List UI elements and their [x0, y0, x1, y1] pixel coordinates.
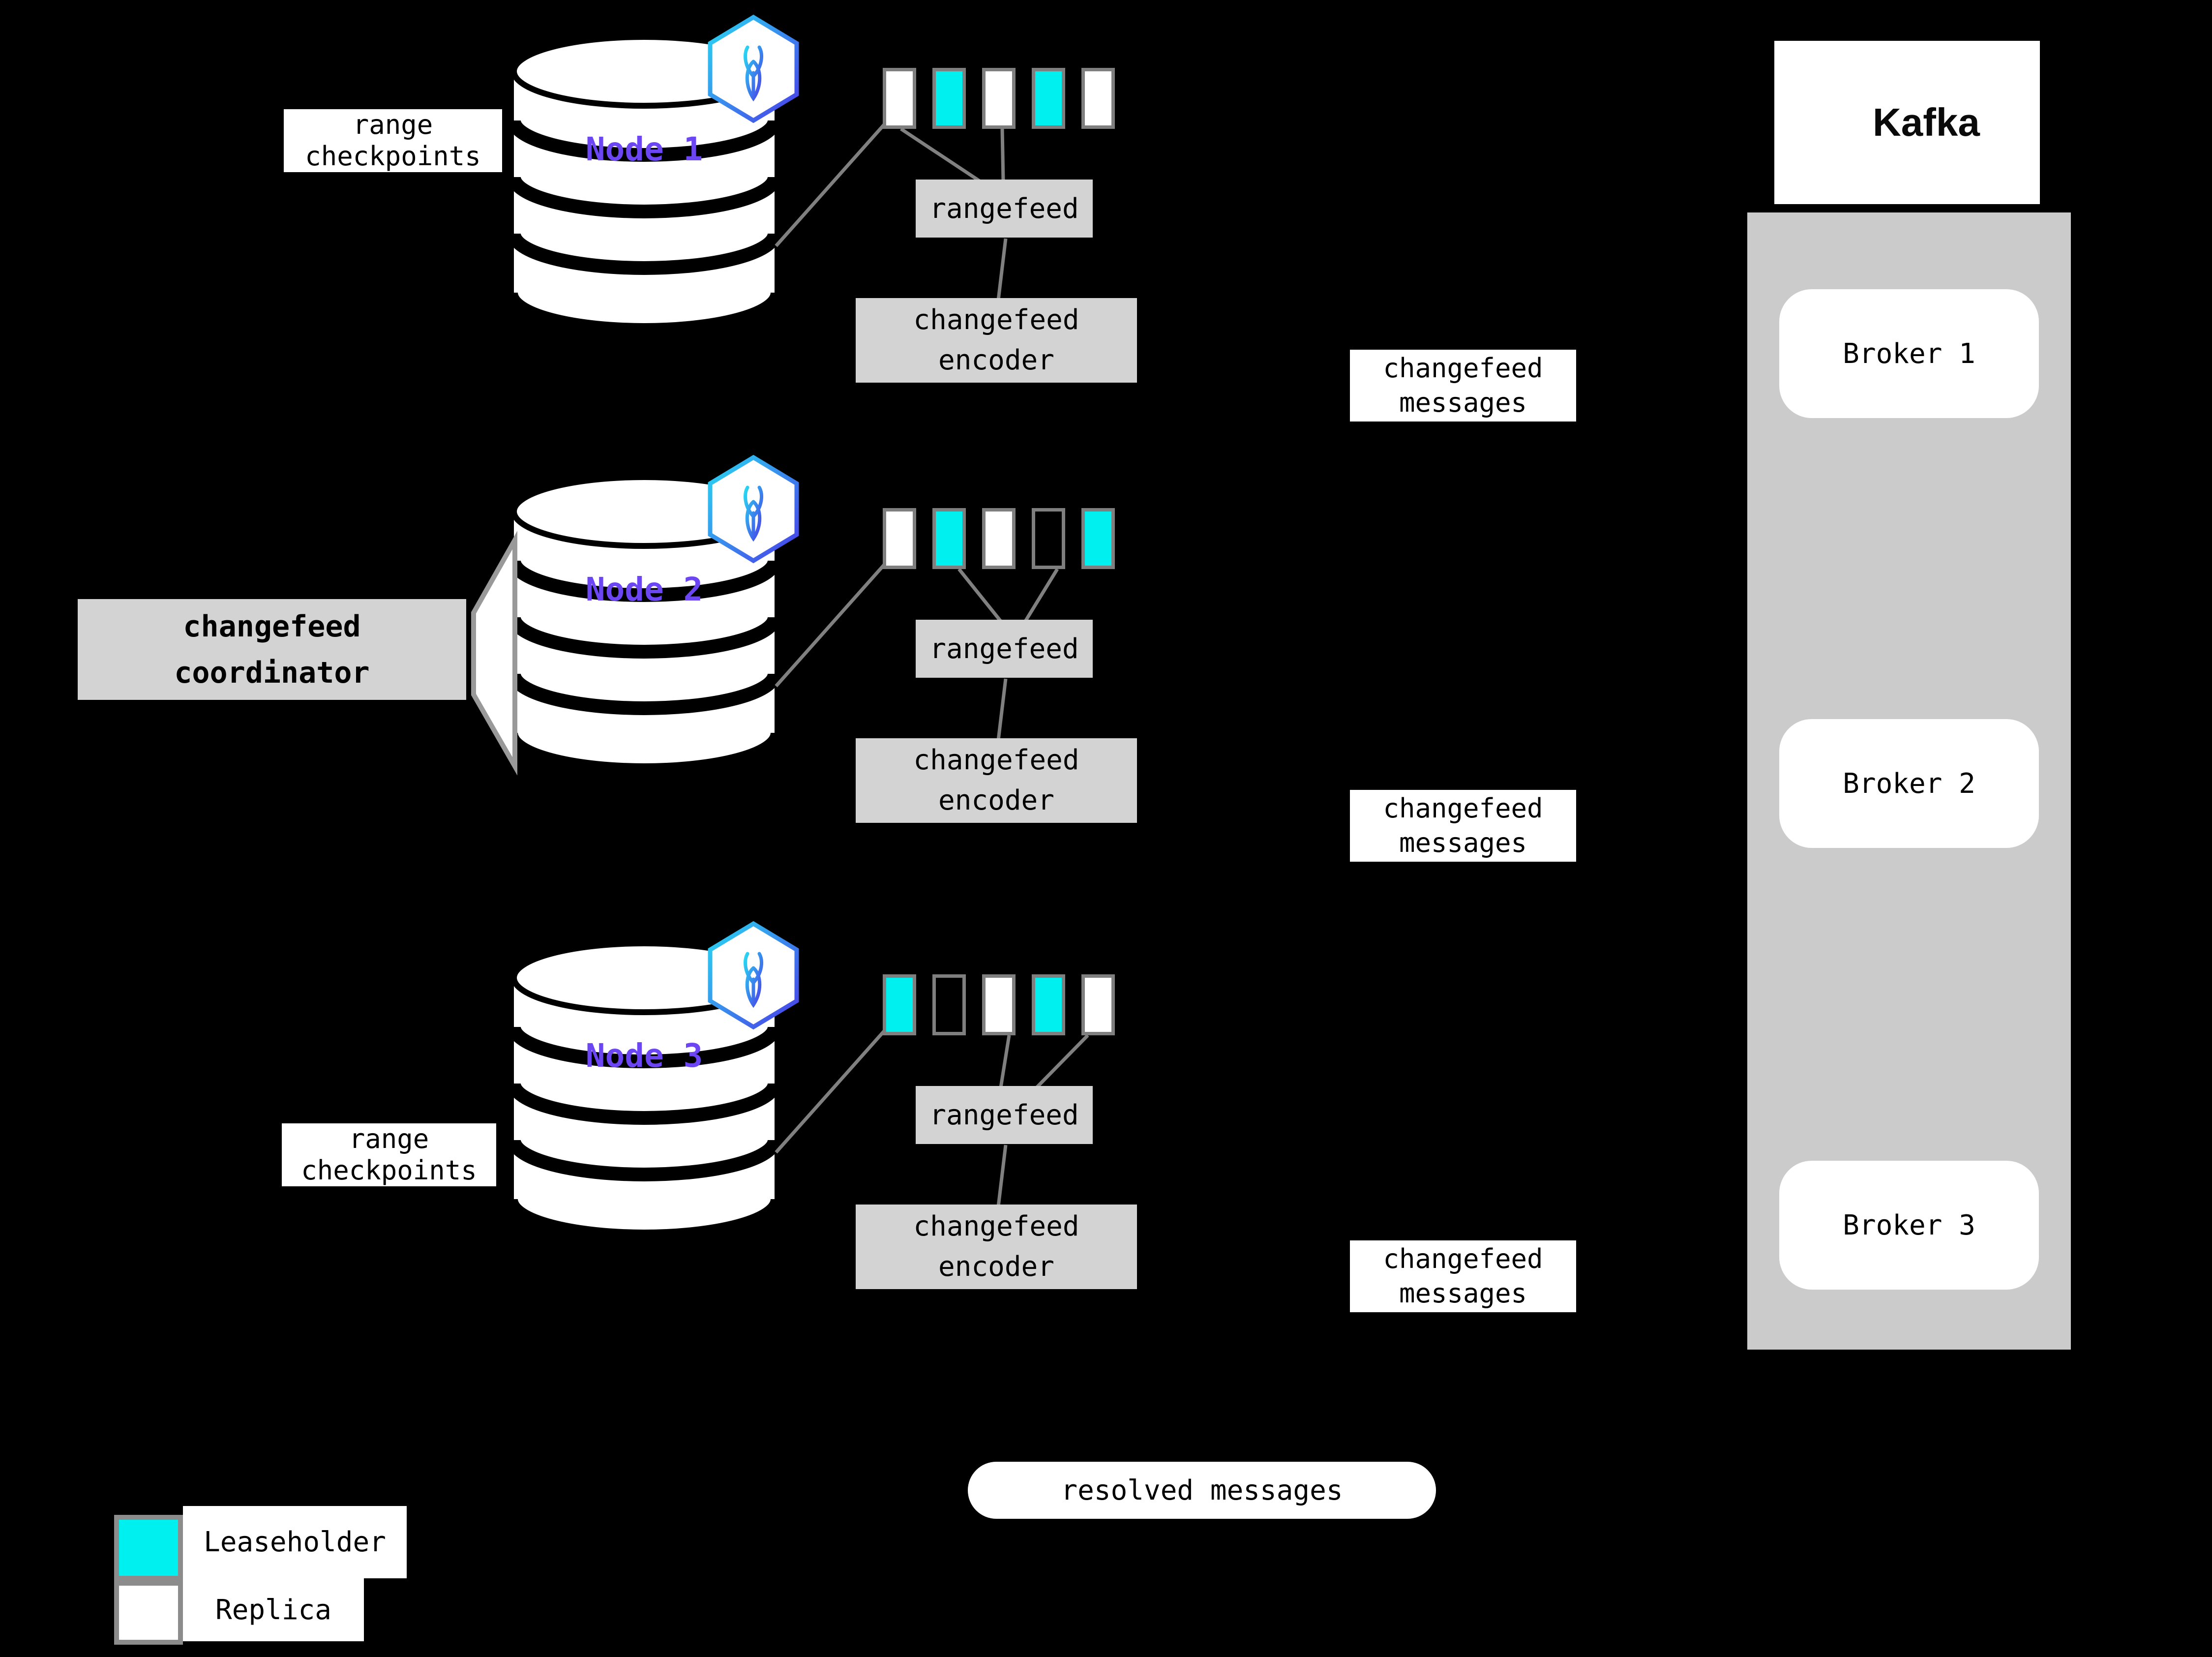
range-box [883, 974, 916, 1035]
node-3-range-row [883, 974, 1115, 1035]
range-checkpoints-label-node3: range checkpoints [282, 1123, 496, 1186]
arrowhead-into-broker-1 [2059, 335, 2088, 351]
rangefeed-box-node2: rangefeed [916, 620, 1093, 678]
range-box [883, 68, 916, 129]
range-to-rangefeed-line [900, 127, 981, 182]
kafka-wordmark: Kafka [1873, 100, 1980, 144]
arrowhead-into-broker-3 [2059, 1216, 2088, 1232]
range-box [932, 508, 966, 569]
coordinator-pointer-shape [471, 531, 517, 776]
legend-leaseholder-label: Leaseholder [183, 1506, 407, 1578]
changefeed-encoder-box-node3: changefeed encoder [856, 1205, 1137, 1289]
node-1-range-row [883, 68, 1115, 129]
node-3-cylinder-art [514, 924, 1006, 1234]
range-box [1081, 508, 1115, 569]
resolved-messages-label: resolved messages [968, 1462, 1436, 1519]
legend-replica-label: Replica [183, 1578, 364, 1641]
range-box [982, 508, 1016, 569]
changefeed-encoder-box-node1: changefeed encoder [856, 298, 1137, 383]
range-box [982, 974, 1016, 1035]
changefeed-encoder-box-node2: changefeed encoder [856, 738, 1137, 823]
rangefeed-box-node3: rangefeed [916, 1086, 1093, 1144]
kafka-logo-box: Kafka [1774, 41, 2040, 204]
changefeed-messages-label-2: changefeed messages [1350, 790, 1576, 862]
node-2-cylinder-art [514, 457, 1006, 767]
range-to-rangefeed-line [999, 1035, 1011, 1088]
range-to-rangefeed-line [1035, 1034, 1089, 1089]
range-to-rangefeed-line [1024, 568, 1059, 622]
legend-replica-swatch [114, 1581, 183, 1645]
broker-2-box: Broker 2 [1779, 719, 2039, 848]
rangefeed-box-node1: rangefeed [916, 180, 1093, 238]
node-1-label: Node 1 [585, 130, 703, 168]
range-to-rangefeed-line [957, 568, 1002, 623]
broker-1-box: Broker 1 [1779, 289, 2039, 418]
range-box [1032, 974, 1065, 1035]
changefeed-messages-label-3: changefeed messages [1350, 1240, 1576, 1312]
range-to-rangefeed-line [1000, 128, 1005, 181]
range-box [1032, 508, 1065, 569]
range-box [1081, 68, 1115, 129]
range-box [982, 68, 1016, 129]
legend-leaseholder-swatch [114, 1515, 183, 1581]
range-checkpoints-label-node1: range checkpoints [284, 109, 502, 172]
changefeed-coordinator-label: changefeed coordinator [78, 599, 466, 700]
node-3-label: Node 3 [585, 1037, 703, 1075]
range-box [1032, 68, 1065, 129]
range-box [1081, 974, 1115, 1035]
range-box [932, 68, 966, 129]
range-box [883, 508, 916, 569]
broker-3-box: Broker 3 [1779, 1161, 2039, 1290]
node-2-label: Node 2 [585, 571, 703, 608]
changefeed-messages-label-1: changefeed messages [1350, 350, 1576, 422]
node-2-range-row [883, 508, 1115, 569]
node-1-cylinder-art [514, 17, 1006, 327]
range-box [932, 974, 966, 1035]
